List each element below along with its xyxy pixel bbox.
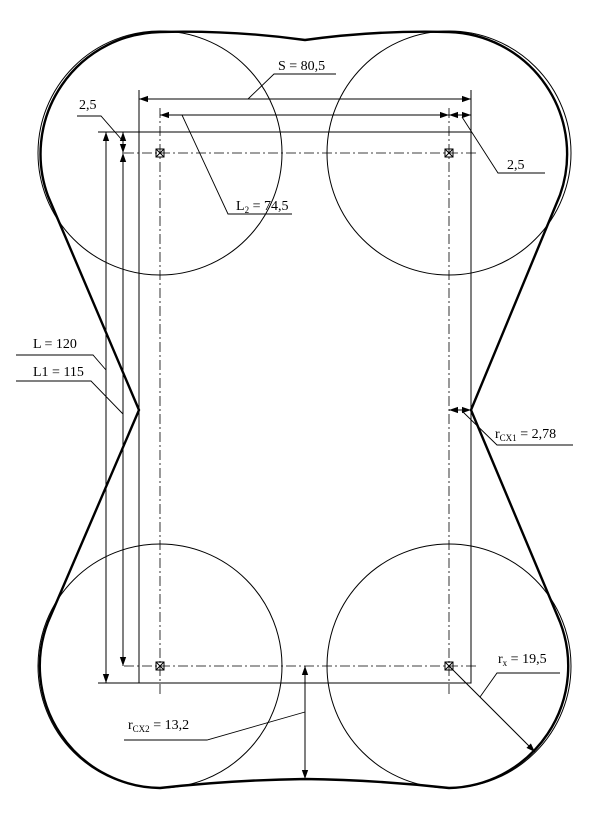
marker-top-left — [155, 148, 165, 158]
label-l1: L1 = 115 — [33, 365, 84, 380]
label-s: S = 80,5 — [278, 59, 325, 74]
leader-rcx1 — [461, 410, 573, 446]
label-rcx2: rCX2 = 13,2 — [128, 718, 189, 734]
label-gap-left: 2,5 — [79, 98, 97, 113]
leader-l2 — [181, 114, 292, 215]
dimension-rx — [448, 665, 536, 753]
leader-l1 — [16, 380, 124, 415]
label-rx: rx = 19,5 — [498, 652, 547, 668]
marker-top-right — [444, 148, 454, 158]
marker-bottom-left — [155, 661, 165, 671]
label-rcx1: rCX1 = 2,78 — [495, 427, 556, 443]
label-l: L = 120 — [33, 337, 77, 352]
label-gap-right: 2,5 — [507, 158, 525, 173]
central-rectangle — [138, 131, 472, 684]
leader-gap-right — [461, 116, 545, 174]
leader-gap-left — [77, 115, 123, 141]
leader-rcx2 — [124, 711, 306, 741]
leader-rx — [479, 672, 560, 698]
leader-s — [247, 73, 336, 100]
label-l2: L2 = 74,5 — [236, 199, 288, 215]
leader-l — [16, 354, 107, 371]
